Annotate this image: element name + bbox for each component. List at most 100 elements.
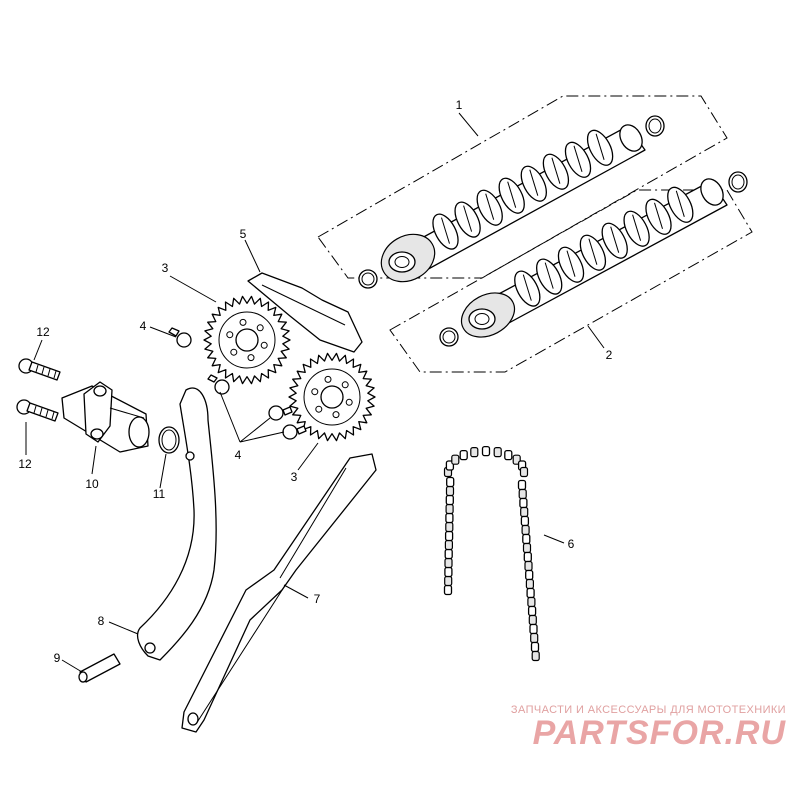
camshaft-2: [439, 171, 748, 347]
fixed-chain-guide: [181, 453, 377, 733]
timing-chain: [443, 445, 540, 662]
cam-lobe-edge: [551, 157, 561, 184]
sprocket-bolt: [268, 405, 293, 421]
callout-4-upper: 4: [140, 319, 147, 333]
fixed-guide-hole: [187, 712, 199, 726]
cam-lobe-edge: [588, 238, 598, 265]
chain-link: [530, 632, 539, 644]
tensioner-o-ring-inner: [161, 429, 177, 451]
sprocket-bolt-hole: [315, 405, 323, 413]
watermark-subtitle: ЗАПЧАСТИ И АКСЕССУАРЫ ДЛЯ МОТОТЕХНИКИ: [510, 704, 786, 716]
chain-link: [520, 506, 529, 518]
guide-plate-edge: [261, 284, 346, 326]
cam-lobe-edge: [573, 145, 583, 172]
tensioner-guide-blade: [136, 387, 217, 661]
sprocket-bolt-hole: [247, 354, 255, 362]
callout-2: 2: [606, 348, 613, 362]
sprocket-web: [303, 368, 361, 426]
sprocket-hub: [235, 328, 259, 352]
chain-link: [518, 488, 527, 500]
blade-hole: [185, 451, 195, 461]
chain-link: [530, 641, 540, 653]
sprocket-bolt: [168, 327, 192, 348]
sprocket-web: [218, 311, 276, 369]
sprocket-bolt: [207, 374, 230, 395]
chain-link: [527, 605, 537, 617]
chain-link: [531, 650, 540, 662]
tensioner-bolt: [18, 358, 61, 381]
callout-4-lower: 4: [235, 448, 242, 462]
chain-link: [444, 557, 453, 569]
cam-lobe-edge: [595, 133, 605, 160]
watermark-logo: PARTSFOR.RU: [532, 714, 786, 752]
chain-link: [523, 551, 532, 563]
cam-lobe-edge: [544, 262, 554, 289]
camshaft-2-group-frame: [389, 189, 753, 373]
chain-link: [459, 449, 468, 461]
chain-link: [525, 578, 535, 590]
sprocket-bolt-hole: [324, 375, 332, 383]
cam-lobe-edge: [675, 190, 685, 217]
callout-5: 5: [240, 227, 247, 241]
sprocket-bolt-hole: [260, 341, 268, 349]
chain-link: [522, 533, 531, 545]
callout-6: 6: [568, 537, 575, 551]
leader-lines: [25, 112, 605, 673]
chain-link: [520, 515, 530, 527]
cam-lobe-edge: [632, 214, 642, 241]
fixed-guide-edge: [195, 467, 347, 725]
chain-link: [529, 623, 538, 635]
chain-link: [445, 503, 454, 515]
camshaft-1-group-frame: [317, 95, 728, 279]
callout-9: 9: [54, 651, 61, 665]
sprocket-bolt-hole: [230, 348, 238, 356]
callout-1: 1: [456, 98, 463, 112]
callout-12-upper: 12: [36, 325, 50, 339]
cam-lobe-edge: [522, 274, 532, 301]
upper-chain-guide-plate: [247, 272, 363, 353]
sprocket-bolt-hole: [311, 388, 319, 396]
chain-link: [444, 539, 453, 551]
chain-link: [451, 454, 460, 465]
sprocket-bolt-hole: [345, 398, 353, 406]
chain-link: [470, 447, 479, 458]
callout-10: 10: [85, 477, 99, 491]
chain-link: [445, 512, 454, 524]
chain-link: [527, 596, 536, 608]
chain-link: [444, 548, 453, 560]
cam-lobe-edge: [441, 217, 450, 244]
callout-8: 8: [98, 614, 105, 628]
callout-11: 11: [153, 487, 166, 501]
chain-link: [522, 542, 532, 554]
sprocket-bolt-hole: [332, 411, 340, 419]
chain-link: [444, 575, 453, 587]
camshaft-sprocket-lower: [288, 352, 376, 442]
chain-link: [481, 445, 491, 457]
chain-link: [446, 476, 455, 488]
chain-link: [493, 447, 502, 458]
callout-12-lower: 12: [18, 457, 32, 471]
camshaft-sprocket-upper: [203, 295, 291, 385]
cam-lobe-edge: [654, 202, 663, 229]
chain-link: [504, 449, 513, 461]
cam-lobe-edge: [507, 181, 517, 208]
chain-link: [445, 485, 455, 497]
callout-3-upper: 3: [162, 261, 169, 275]
cam-lobe-edge: [610, 226, 620, 253]
chain-link: [526, 587, 535, 599]
sprocket-bolt-hole: [341, 381, 349, 389]
chain-link: [528, 614, 537, 626]
chain-link: [519, 497, 528, 509]
sprocket-bolt-hole: [226, 331, 234, 339]
cam-lobe-edge: [529, 169, 539, 196]
chain-link: [444, 566, 453, 578]
sprocket-bolt-hole: [256, 324, 264, 332]
cam-lobe-edge: [485, 193, 495, 220]
chain-link: [525, 569, 534, 581]
chain-link: [444, 530, 454, 542]
tensioner-bolt: [16, 399, 59, 422]
chain-link: [517, 479, 527, 491]
sprocket-hub: [320, 385, 344, 409]
chain-link: [524, 560, 533, 572]
